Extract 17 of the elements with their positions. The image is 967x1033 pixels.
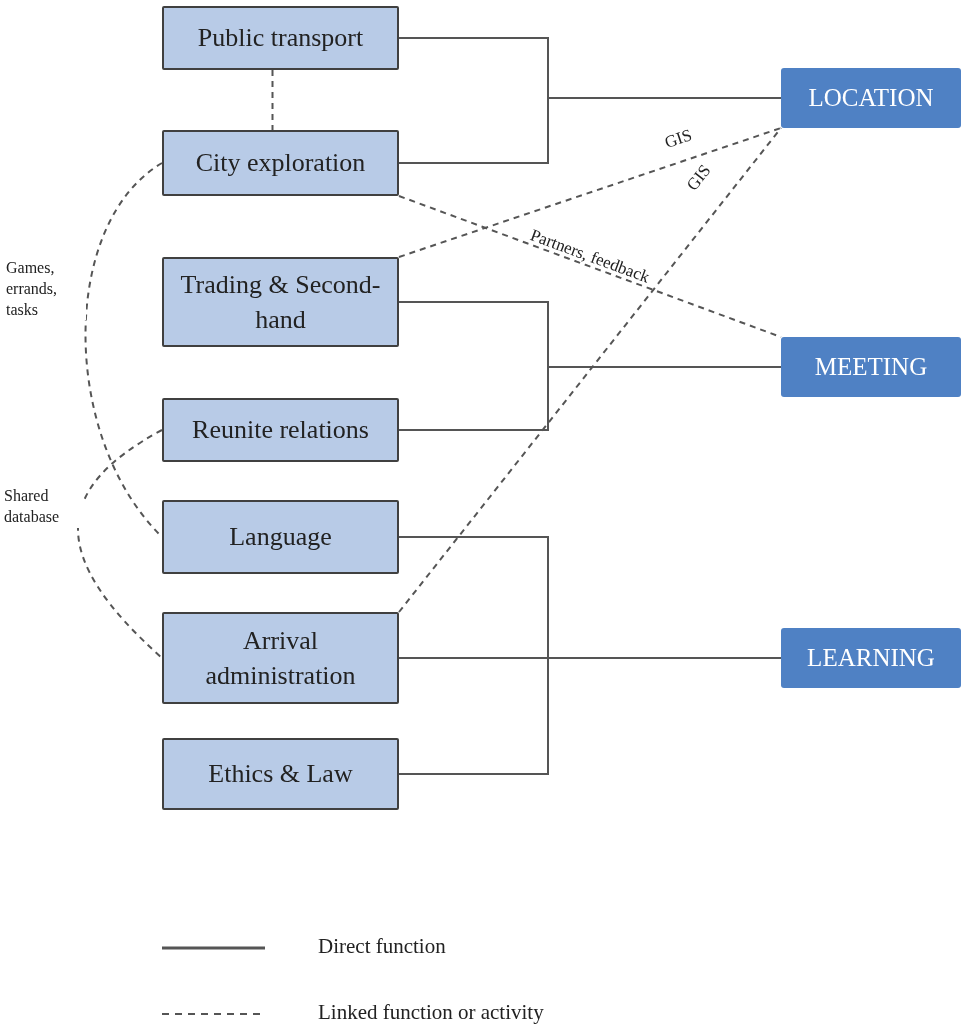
dashed-connector [398, 127, 782, 613]
dashed-connector [77, 429, 163, 659]
legend-text: Direct function [318, 936, 446, 957]
function-box: City exploration [162, 130, 399, 196]
function-box: Public transport [162, 6, 399, 70]
function-box: Arrival administration [162, 612, 399, 704]
legend-text: Linked function or activity [318, 1002, 544, 1023]
function-box: Trading & Second-hand [162, 257, 399, 347]
category-box: LEARNING [781, 628, 961, 688]
function-box: Reunite relations [162, 398, 399, 462]
edge-label: Shared database [4, 486, 84, 528]
category-box: MEETING [781, 337, 961, 397]
dashed-connector [271, 69, 274, 131]
function-box: Language [162, 500, 399, 574]
category-box: LOCATION [781, 68, 961, 128]
function-box: Ethics & Law [162, 738, 399, 810]
dashed-connector [398, 127, 782, 258]
